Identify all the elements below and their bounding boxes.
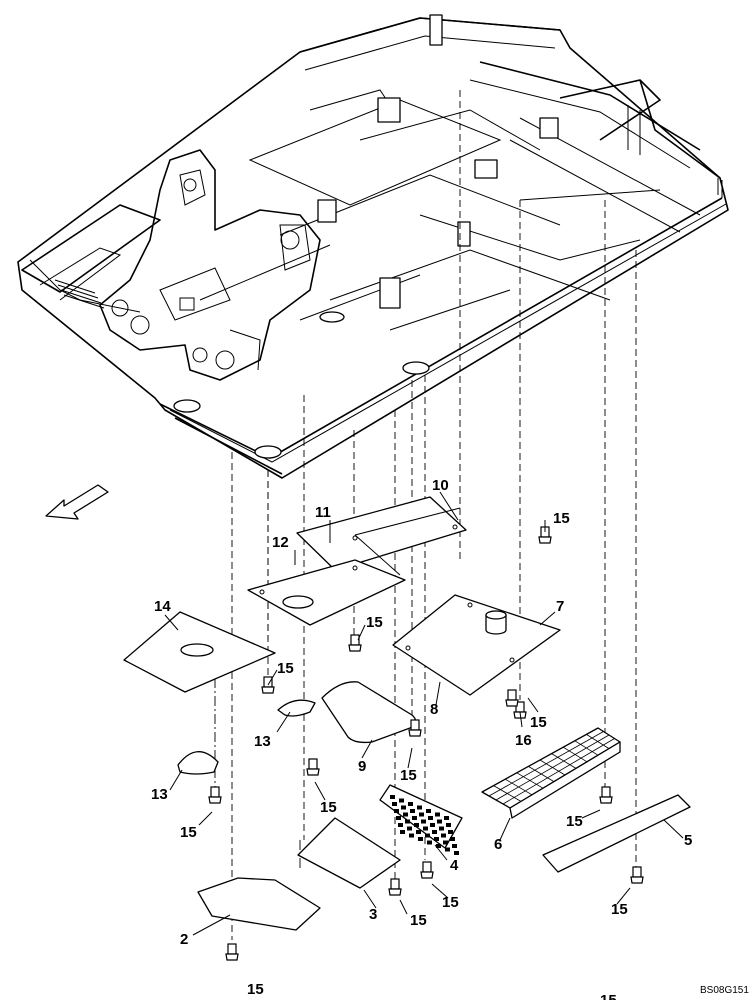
hex-bolt-icon [388, 878, 402, 896]
callout-10: 10 [432, 477, 449, 494]
hex-bolt-icon [420, 861, 434, 879]
hex-bolt-icon [225, 943, 239, 961]
callout-15-grille: 15 [566, 813, 583, 830]
callout-13-upper: 13 [254, 733, 271, 750]
hex-bolt-icon [306, 758, 320, 776]
callout-15-left-lower: 15 [180, 824, 197, 841]
callout-3: 3 [369, 906, 377, 923]
callout-5: 5 [684, 832, 692, 849]
callout-15-lower-mid: 15 [400, 767, 417, 784]
front-direction-arrow [45, 484, 109, 520]
callout-15-left-mid: 15 [277, 660, 294, 677]
callout-15-center: 15 [366, 614, 383, 631]
cover-plate-7-8[interactable] [392, 594, 561, 696]
callout-15-right-mid: 15 [530, 714, 547, 731]
drawing-code: BS08G151 [700, 985, 749, 996]
gasket-13-upper[interactable] [277, 699, 316, 717]
cover-plate-2[interactable] [197, 877, 321, 931]
callout-15-bottom: 15 [247, 981, 264, 998]
gasket-13-lower[interactable] [177, 751, 219, 775]
callout-15-plate3: 15 [410, 912, 427, 929]
hex-bolt-icon [261, 676, 275, 694]
callout-7: 7 [556, 598, 564, 615]
mesh-plate-4[interactable] [379, 784, 463, 855]
callout-15-top-right: 15 [553, 510, 570, 527]
callout-15-extra: 15 [600, 992, 617, 1000]
callout-4: 4 [450, 857, 459, 874]
callout-6: 6 [494, 836, 502, 853]
callout-labels: 10 11 12 15 14 15 7 15 8 15 13 15 16 9 1… [151, 477, 692, 1000]
upper-frame [17, 14, 729, 479]
cover-plate-3[interactable] [297, 817, 401, 889]
callout-8: 8 [430, 701, 438, 718]
cover-plate-9[interactable] [321, 681, 417, 744]
hex-bolt-icon [630, 866, 644, 884]
callout-16: 16 [515, 732, 532, 749]
callout-15-mesh: 15 [442, 894, 459, 911]
callout-15-strip: 15 [611, 901, 628, 918]
callout-12: 12 [272, 534, 289, 551]
cover-plate-10-11[interactable] [296, 496, 467, 576]
callout-13-lower: 13 [151, 786, 168, 803]
hex-bolt-icon [505, 689, 519, 707]
callout-14: 14 [154, 598, 171, 615]
hex-bolt-icon [599, 786, 613, 804]
hex-bolt-icon [408, 719, 422, 737]
cover-plate-14[interactable] [123, 611, 276, 693]
callout-9: 9 [358, 758, 366, 775]
hex-bolt-icon [208, 786, 222, 804]
bolts [208, 526, 644, 961]
callout-2: 2 [180, 931, 188, 948]
hex-bolt-icon [348, 634, 362, 652]
leader-lines [164, 491, 684, 936]
grille-6[interactable] [481, 727, 621, 819]
callout-11: 11 [315, 504, 331, 521]
cover-plate-12[interactable] [247, 559, 406, 626]
strip-plate-5[interactable] [542, 794, 691, 873]
callout-15-under-9: 15 [320, 799, 337, 816]
